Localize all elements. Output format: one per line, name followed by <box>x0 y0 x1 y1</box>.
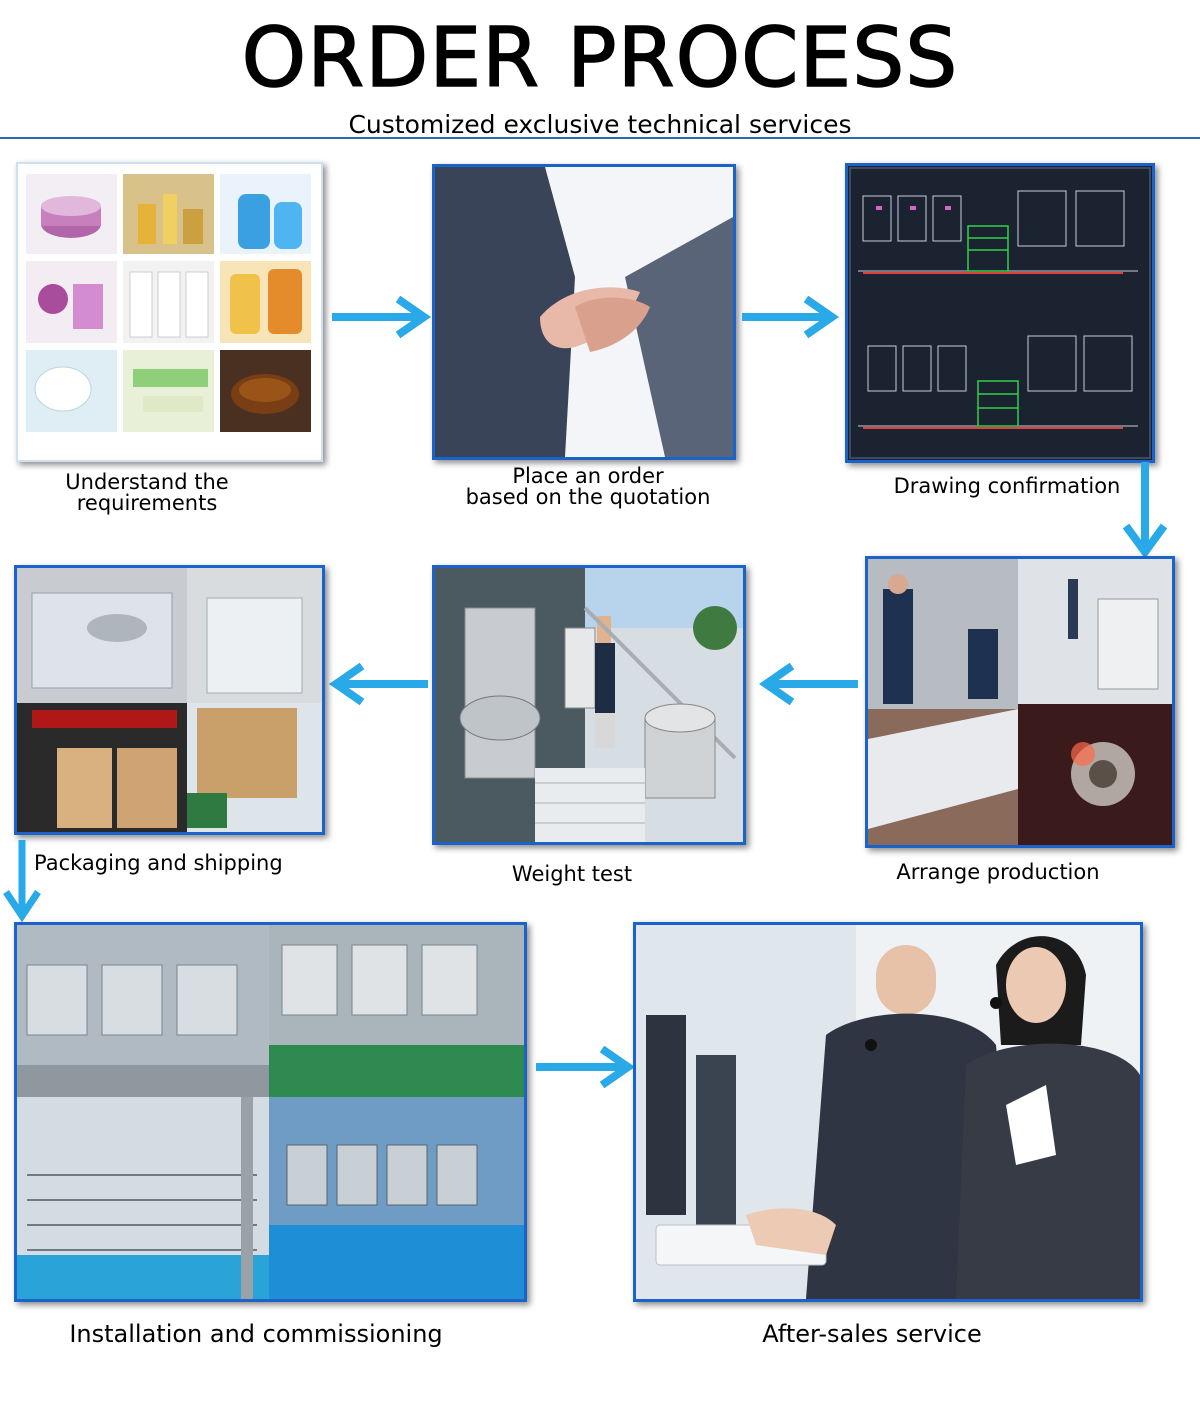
step-image-after-sales <box>633 922 1143 1302</box>
step-label-order: Place an order based on the quotation <box>436 464 740 510</box>
step-image-production <box>865 556 1175 848</box>
step-label-line: Place an order <box>512 464 664 488</box>
step-label-requirements: Understand the requirements <box>16 470 278 516</box>
right-arrow-icon <box>332 295 432 339</box>
left-arrow-icon <box>328 662 428 706</box>
header-divider <box>0 137 1200 139</box>
step-image-packaging <box>14 565 325 835</box>
step-label-line: Understand the <box>65 470 229 494</box>
right-arrow-icon <box>742 295 840 339</box>
step-label-after-sales: After-sales service <box>762 1320 982 1348</box>
left-arrow-icon <box>758 662 858 706</box>
down-arrow-icon <box>3 840 41 923</box>
step-label-production: Arrange production <box>896 860 1100 884</box>
step-label-line: based on the quotation <box>465 485 711 510</box>
page-subtitle: Customized exclusive technical services <box>348 110 852 139</box>
step-label-weight-test: Weight test <box>511 862 633 886</box>
page-title: ORDER PROCESS <box>241 11 959 106</box>
step-label-line: requirements <box>76 491 218 516</box>
step-label-installation: Installation and commissioning <box>69 1320 443 1348</box>
step-image-requirements <box>16 162 323 462</box>
down-arrow-icon <box>1122 462 1168 559</box>
right-arrow-icon <box>536 1045 636 1089</box>
step-image-drawing <box>845 163 1155 463</box>
step-image-weight-test <box>432 565 746 845</box>
step-image-order <box>432 164 736 460</box>
step-image-installation <box>14 922 527 1302</box>
step-label-packaging: Packaging and shipping <box>34 851 283 875</box>
step-label-drawing: Drawing confirmation <box>893 474 1121 498</box>
